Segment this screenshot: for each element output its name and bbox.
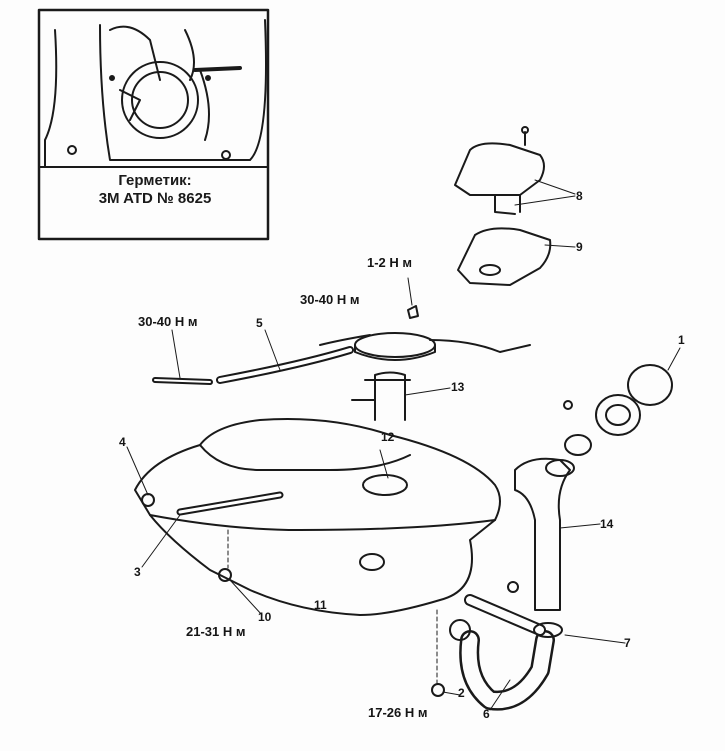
callout-12: 12 — [381, 430, 395, 444]
part-14-filler-neck — [514, 457, 601, 611]
callout-8: 8 — [576, 189, 583, 203]
callout-7: 7 — [624, 636, 631, 650]
callout-6: 6 — [483, 707, 490, 721]
callout-1: 1 — [678, 333, 685, 347]
sealant-label: Герметик: — [118, 172, 192, 189]
callout-14: 14 — [600, 517, 614, 531]
callout-4: 4 — [119, 435, 126, 449]
inset-detail — [37, 8, 270, 241]
part-6-hose — [459, 594, 626, 711]
torque-label-1-2: 1-2 Н м — [367, 255, 413, 270]
sealant-spec: 3M ATD № 8625 — [98, 190, 212, 207]
part-2-nut — [431, 683, 445, 697]
part-8-cover — [454, 126, 576, 215]
bolt-icon — [407, 305, 419, 319]
callout-9: 9 — [576, 240, 583, 254]
part-9-gasket — [457, 227, 576, 286]
callout-13: 13 — [451, 380, 465, 394]
torque-label-17-26: 17-26 Н м — [368, 705, 428, 720]
part-5-hose — [152, 329, 354, 385]
part-10-nut — [218, 568, 232, 582]
part-1-filler-cap — [564, 347, 681, 456]
callout-11: 11 — [314, 598, 327, 612]
callout-10: 10 — [258, 610, 272, 624]
callout-5: 5 — [256, 316, 263, 330]
inset-caption: Герметик: 3M ATD № 8625 — [42, 172, 268, 208]
part-13-fuel-pump — [319, 332, 531, 421]
callout-2: 2 — [458, 686, 465, 700]
callout-3: 3 — [134, 565, 141, 579]
fuel-gauge-unit — [449, 619, 471, 641]
torque-label-21-31: 21-31 Н м — [186, 624, 246, 639]
torque-label-pump: 30-40 Н м — [300, 292, 360, 307]
part-4-bolt — [141, 493, 155, 507]
torque-label-fuel-line: 30-40 Н м — [138, 314, 198, 329]
part-11-fuel-tank — [134, 418, 501, 616]
